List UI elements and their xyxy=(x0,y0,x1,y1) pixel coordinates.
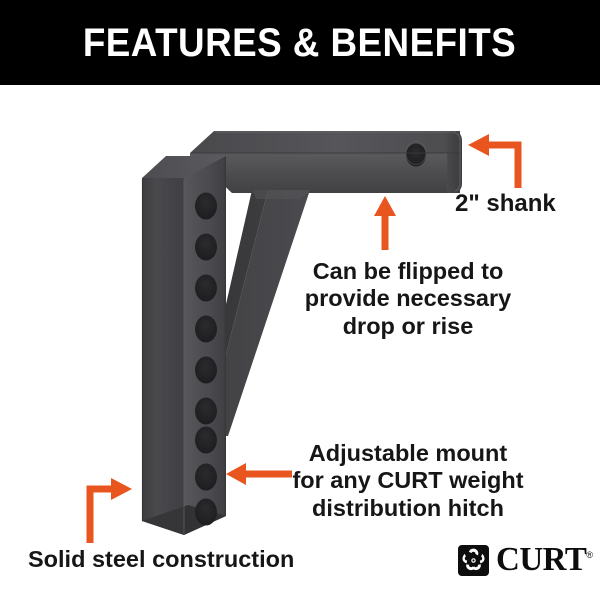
column-hole xyxy=(195,498,217,526)
curt-clover-icon xyxy=(458,545,489,576)
callout-flip-line-3: drop or rise xyxy=(342,312,474,339)
column-top-face xyxy=(142,156,226,178)
callout-shank: 2" shank xyxy=(455,190,600,218)
header-banner: FEATURES & BENEFITS xyxy=(0,0,600,85)
column-hole xyxy=(195,233,217,261)
shank-front-face xyxy=(190,153,460,193)
callout-adjust-line-2: for any CURT weight xyxy=(292,467,524,494)
registered-trademark-icon: ® xyxy=(586,549,593,560)
shank-top-face xyxy=(190,131,460,153)
column-hole xyxy=(195,192,217,220)
column-side-face xyxy=(184,156,226,535)
column-hole xyxy=(195,397,217,425)
curt-wordmark-text: CURT xyxy=(496,541,587,579)
callout-flip-line-2: provide necessary xyxy=(304,285,512,312)
arrow-solid xyxy=(86,478,132,543)
column-texture-overlay xyxy=(142,178,184,535)
column-bottom-cap xyxy=(142,505,226,535)
shank-mount-hole-rim xyxy=(405,140,427,166)
brace-side-face xyxy=(196,190,268,436)
arrow-adjust xyxy=(226,463,292,485)
column-hole xyxy=(195,274,217,302)
column-hole xyxy=(195,356,217,384)
callout-shank-line-1: 2" shank xyxy=(455,190,556,217)
arrow-shank xyxy=(468,134,522,188)
curt-logo: CURT® xyxy=(458,541,593,579)
shank-end-cap xyxy=(447,131,462,193)
callout-flip: Can be flipped to provide necessary drop… xyxy=(288,258,528,340)
callout-solid-line-1: Solid steel construction xyxy=(28,546,295,572)
callout-adjust-line-1: Adjustable mount xyxy=(308,440,508,466)
callout-adjust-line-3: distribution hitch xyxy=(312,494,504,521)
callout-solid-steel: Solid steel construction xyxy=(28,546,328,573)
column-hole xyxy=(195,426,217,454)
callout-adjustable-mount: Adjustable mount for any CURT weight dis… xyxy=(288,440,528,522)
curt-wordmark: CURT® xyxy=(496,541,593,579)
column-hole xyxy=(195,463,217,491)
brace-top-bevel xyxy=(252,190,310,199)
arrow-flip xyxy=(374,196,396,250)
column-hole-column xyxy=(195,192,217,526)
column-hole xyxy=(195,315,217,343)
page-title: FEATURES & BENEFITS xyxy=(83,20,517,65)
shank-mount-hole xyxy=(406,143,426,167)
shank-end-highlight xyxy=(454,132,461,192)
column-front-face xyxy=(142,178,184,535)
callout-flip-line-1: Can be flipped to xyxy=(312,258,504,284)
